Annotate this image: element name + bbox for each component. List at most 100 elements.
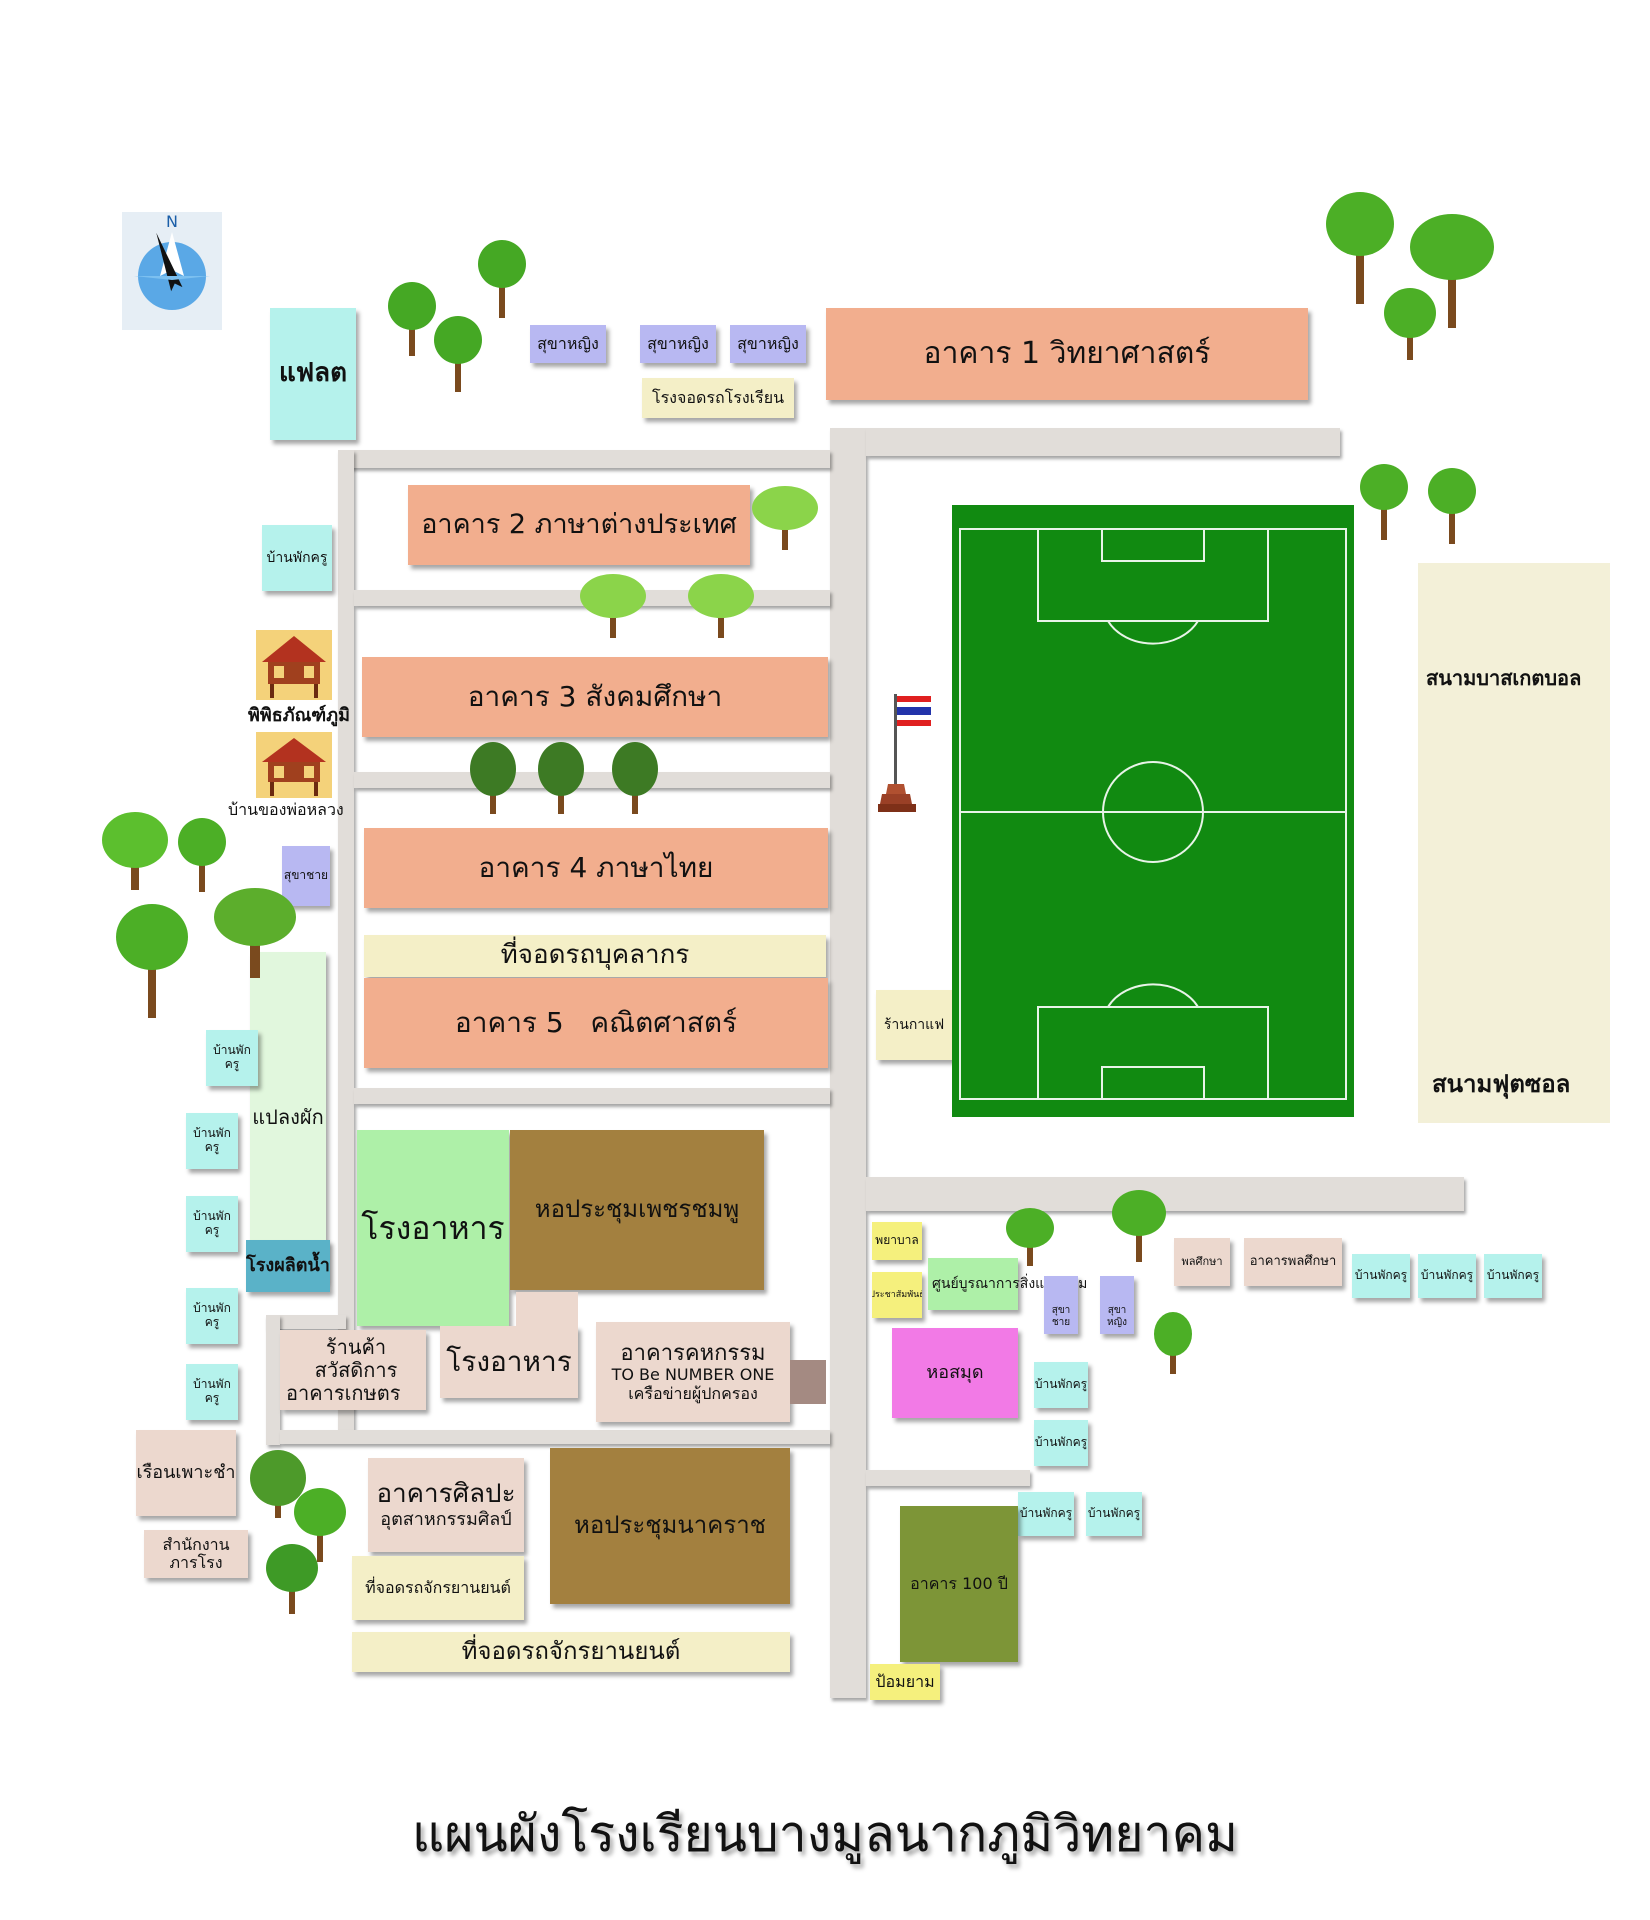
tree-icon (262, 1540, 322, 1616)
restroom-female-1[interactable]: สุขาหญิง (530, 325, 606, 363)
road-main-vertical (830, 428, 866, 1698)
football-field[interactable] (952, 505, 1354, 1117)
building-3-social-studies[interactable]: อาคาร 3 สังคมศึกษา (362, 657, 828, 737)
janitor-office-label: สำนักงานภารโรง (162, 1534, 230, 1572)
small-canteen-ext (516, 1292, 578, 1332)
teacher-house-label: บ้านพักครู (1486, 1268, 1540, 1283)
pe-building[interactable]: อาคารพลศึกษา (1244, 1238, 1342, 1286)
teacher-house-label: บ้านพักครู (1034, 1377, 1088, 1392)
school-parking-label: โรงจอดรถโรงเรียน (651, 387, 785, 407)
teacher-house-label: บ้านพักครู (193, 1377, 231, 1405)
teacher-house-l6[interactable]: บ้านพักครู (186, 1364, 238, 1420)
tree-icon (1322, 188, 1398, 306)
tree-icon (686, 570, 756, 640)
agriculture-building-label: อาคารเกษตร (286, 1380, 401, 1405)
restroom-male-1[interactable]: สุขาชาย (282, 846, 330, 906)
teacher-house-label: บ้านพักครู (1019, 1506, 1073, 1521)
greenhouse[interactable]: เรือนเพาะชำ (136, 1430, 236, 1516)
nurse-room-label: พยาบาล (875, 1233, 919, 1248)
greenhouse-label: เรือนเพาะชำ (136, 1461, 236, 1483)
tree-icon (430, 312, 486, 394)
centennial-building[interactable]: อาคาร 100 ปี (900, 1506, 1018, 1662)
teacher-house-label: บ้านพักครู (1087, 1506, 1141, 1521)
janitor-office[interactable]: สำนักงานภารโรง (144, 1530, 248, 1578)
museum-house-icon (256, 630, 332, 700)
building-4-thai[interactable]: อาคาร 4 ภาษาไทย (364, 828, 828, 908)
teacher-house-l2[interactable]: บ้านพักครู (206, 1030, 258, 1086)
water-plant-label: โรงผลิตน้ำ (246, 1254, 330, 1276)
building-4-label: อาคาร 4 ภาษาไทย (478, 850, 714, 884)
coffee-shop-label: ร้านกาแฟ (883, 1016, 945, 1033)
teacher-house-label: บ้านพักครู (193, 1126, 231, 1154)
main-canteen[interactable]: โรงอาหาร (357, 1130, 509, 1326)
road-east-lower (866, 1470, 1030, 1486)
teacher-house-l4[interactable]: บ้านพักครู (186, 1196, 238, 1252)
road-row-5 (354, 1088, 830, 1104)
restroom-female-3[interactable]: สุขาหญิง (730, 325, 806, 363)
motorcycle-parking-1[interactable]: ที่จอดรถจักรยานยนต์ (352, 1556, 524, 1620)
teacher-house-r3[interactable]: บ้านพักครู (1018, 1492, 1074, 1536)
library[interactable]: หอสมุด (892, 1328, 1018, 1418)
water-plant[interactable]: โรงผลิตน้ำ (246, 1240, 330, 1292)
road-top-left (340, 450, 830, 468)
father-house-icon (256, 732, 332, 798)
staff-parking-label: ที่จอดรถบุคลากร (500, 940, 690, 971)
guard-post[interactable]: ป้อมยาม (870, 1664, 940, 1700)
building-5-math[interactable]: อาคาร 5 คณิตศาสตร์ (364, 978, 828, 1068)
small-canteen[interactable]: โรงอาหาร (440, 1326, 578, 1398)
nakharat-hall[interactable]: หอประชุมนาคราช (550, 1448, 790, 1604)
teacher-house-e2[interactable]: บ้านพักครู (1418, 1254, 1476, 1298)
home-economics-building[interactable]: อาคารคหกรรม TO Be NUMBER ONE เครือข่ายผู… (596, 1322, 790, 1422)
pr-office[interactable]: ประชาสัมพันธ์ (872, 1272, 922, 1318)
teacher-house-label: บ้านพักครู (1354, 1268, 1408, 1283)
flat-building[interactable]: แฟลต (270, 308, 356, 440)
coffee-shop[interactable]: ร้านกาแฟ (876, 990, 952, 1060)
motorcycle-parking-2[interactable]: ที่จอดรถจักรยานยนต์ (352, 1632, 790, 1672)
teacher-house-label: บ้านพักครู (1034, 1435, 1088, 1450)
tree-icon (1356, 460, 1412, 542)
nurse-room[interactable]: พยาบาล (872, 1222, 922, 1260)
road-bottom-left (280, 1430, 830, 1444)
pe-office-label: พลศึกษา (1181, 1254, 1223, 1268)
teacher-house-l5[interactable]: บ้านพักครู (186, 1288, 238, 1344)
road-row-3 (354, 772, 830, 788)
tree-icon (1380, 284, 1440, 362)
teacher-house-label: บ้านพักครู (266, 549, 328, 566)
building-2-foreign-languages[interactable]: อาคาร 2 ภาษาต่างประเทศ (408, 485, 750, 565)
school-parking[interactable]: โรงจอดรถโรงเรียน (642, 378, 794, 418)
industrial-arts-label: อุตสาหกรรมศิลป์ (380, 1508, 512, 1530)
building-5-label: อาคาร 5 คณิตศาสตร์ (454, 1005, 738, 1039)
teacher-house-l3[interactable]: บ้านพักครู (186, 1113, 238, 1169)
flagpole-icon (878, 690, 936, 814)
small-canteen-label: โรงอาหาร (446, 1344, 572, 1378)
teacher-house-r1[interactable]: บ้านพักครู (1034, 1362, 1088, 1408)
pe-building-label: อาคารพลศึกษา (1249, 1253, 1337, 1269)
road-lower-left-vertical (266, 1315, 280, 1445)
museum-label: พิพิธภัณฑ์ภูมิ (248, 705, 350, 726)
vegetable-plot[interactable]: แปลงผัก (250, 952, 326, 1282)
teacher-house-r2[interactable]: บ้านพักครู (1034, 1420, 1088, 1466)
tree-icon (1404, 208, 1500, 330)
staff-parking[interactable]: ที่จอดรถบุคลากร (364, 935, 826, 977)
library-label: หอสมุด (926, 1361, 984, 1383)
tree-icon (536, 740, 586, 816)
road-lower-left (266, 1315, 346, 1329)
teacher-house-label: บ้านพักครู (1420, 1268, 1474, 1283)
building-1-science[interactable]: อาคาร 1 วิทยาศาสตร์ (826, 308, 1308, 400)
teacher-house-r4[interactable]: บ้านพักครู (1086, 1492, 1142, 1536)
welfare-shop-label: ร้านค้าสวัสดิการ (314, 1334, 398, 1382)
home-economics-annex (790, 1360, 826, 1404)
art-building[interactable]: อาคารศิลปะ อุตสาหกรรมศิลป์ (368, 1458, 524, 1552)
teacher-house-l1[interactable]: บ้านพักครู (262, 525, 332, 591)
vegetable-plot-label: แปลงผัก (252, 1104, 324, 1129)
basketball-futsal-court[interactable] (1418, 563, 1610, 1123)
pe-office[interactable]: พลศึกษา (1174, 1238, 1230, 1286)
welfare-shop[interactable]: ร้านค้าสวัสดิการ อาคารเกษตร (280, 1330, 426, 1410)
restroom-female-2[interactable]: สุขาหญิง (640, 325, 716, 363)
restroom-female-4[interactable]: สุขาหญิง (1100, 1276, 1134, 1334)
road-top-right (866, 428, 1340, 456)
teacher-house-e1[interactable]: บ้านพักครู (1352, 1254, 1410, 1298)
phetchompoo-hall[interactable]: หอประชุมเพชรชมพู (510, 1130, 764, 1290)
restroom-male-2[interactable]: สุขาชาย (1044, 1276, 1078, 1334)
teacher-house-e3[interactable]: บ้านพักครู (1484, 1254, 1542, 1298)
